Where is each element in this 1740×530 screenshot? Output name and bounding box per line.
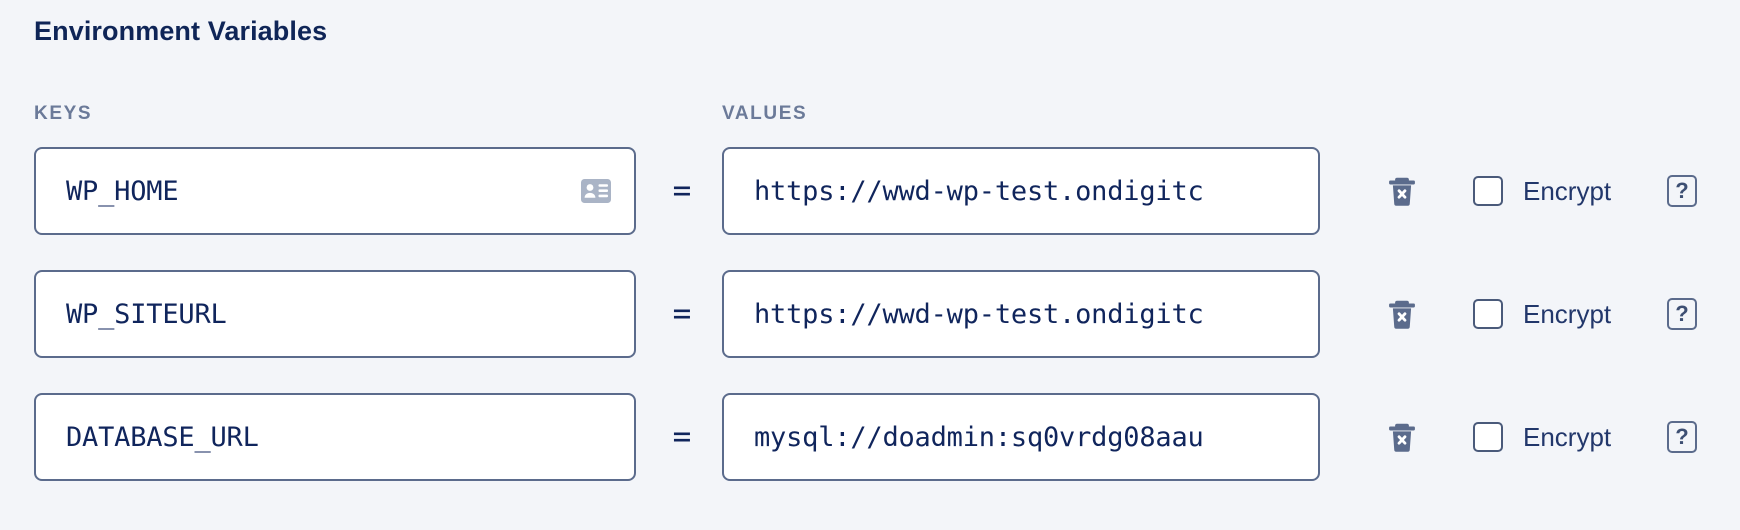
column-headers: KEYS VALUES — [0, 103, 1740, 125]
question-mark-icon: ? — [1667, 421, 1697, 453]
env-var-row-2: DATABASE_URL = mysql://doadmin:sq0vrdg08… — [0, 393, 1740, 481]
trash-icon — [1387, 421, 1417, 453]
trash-icon — [1387, 175, 1417, 207]
env-value-field[interactable]: https://wwd-wp-test.ondigitc — [722, 147, 1320, 235]
env-key-field[interactable]: WP_HOME — [34, 147, 636, 235]
encrypt-label[interactable]: Encrypt — [1523, 298, 1612, 329]
encrypt-help-button[interactable]: ? — [1664, 147, 1700, 235]
encrypt-checkbox[interactable] — [1473, 422, 1503, 452]
env-value-field[interactable]: https://wwd-wp-test.ondigitc — [722, 270, 1320, 358]
page-title: Environment Variables — [34, 16, 328, 46]
encrypt-label[interactable]: Encrypt — [1523, 421, 1612, 452]
equals-sign: = — [672, 296, 692, 332]
contact-card-icon — [580, 178, 612, 204]
encrypt-checkbox[interactable] — [1473, 299, 1503, 329]
env-value-value[interactable]: https://wwd-wp-test.ondigitc — [754, 175, 1204, 207]
env-var-row-0: WP_HOME = https://wwd-wp-test.ondigitc E… — [0, 147, 1740, 235]
encrypt-help-button[interactable]: ? — [1664, 393, 1700, 481]
encrypt-control-group: Encrypt — [1473, 270, 1611, 358]
env-key-value[interactable]: DATABASE_URL — [66, 421, 259, 453]
env-key-field[interactable]: DATABASE_URL — [34, 393, 636, 481]
question-mark-icon: ? — [1667, 298, 1697, 330]
env-value-value[interactable]: mysql://doadmin:sq0vrdg08aau — [754, 421, 1204, 453]
encrypt-label[interactable]: Encrypt — [1523, 175, 1612, 206]
env-key-value[interactable]: WP_HOME — [66, 175, 179, 207]
env-value-field[interactable]: mysql://doadmin:sq0vrdg08aau — [722, 393, 1320, 481]
env-var-row-1: WP_SITEURL = https://wwd-wp-test.ondigit… — [0, 270, 1740, 358]
equals-sign: = — [672, 419, 692, 455]
delete-variable-button[interactable] — [1382, 393, 1422, 481]
equals-sign: = — [672, 173, 692, 209]
env-var-rows: WP_HOME = https://wwd-wp-test.ondigitc E… — [0, 147, 1740, 516]
column-header-values: VALUES — [722, 103, 808, 124]
encrypt-control-group: Encrypt — [1473, 147, 1611, 235]
env-key-value[interactable]: WP_SITEURL — [66, 298, 227, 330]
encrypt-control-group: Encrypt — [1473, 393, 1611, 481]
question-mark-icon: ? — [1667, 175, 1697, 207]
encrypt-checkbox[interactable] — [1473, 176, 1503, 206]
env-value-value[interactable]: https://wwd-wp-test.ondigitc — [754, 298, 1204, 330]
column-header-keys: KEYS — [34, 103, 93, 124]
delete-variable-button[interactable] — [1382, 147, 1422, 235]
delete-variable-button[interactable] — [1382, 270, 1422, 358]
encrypt-help-button[interactable]: ? — [1664, 270, 1700, 358]
env-key-field[interactable]: WP_SITEURL — [34, 270, 636, 358]
trash-icon — [1387, 298, 1417, 330]
